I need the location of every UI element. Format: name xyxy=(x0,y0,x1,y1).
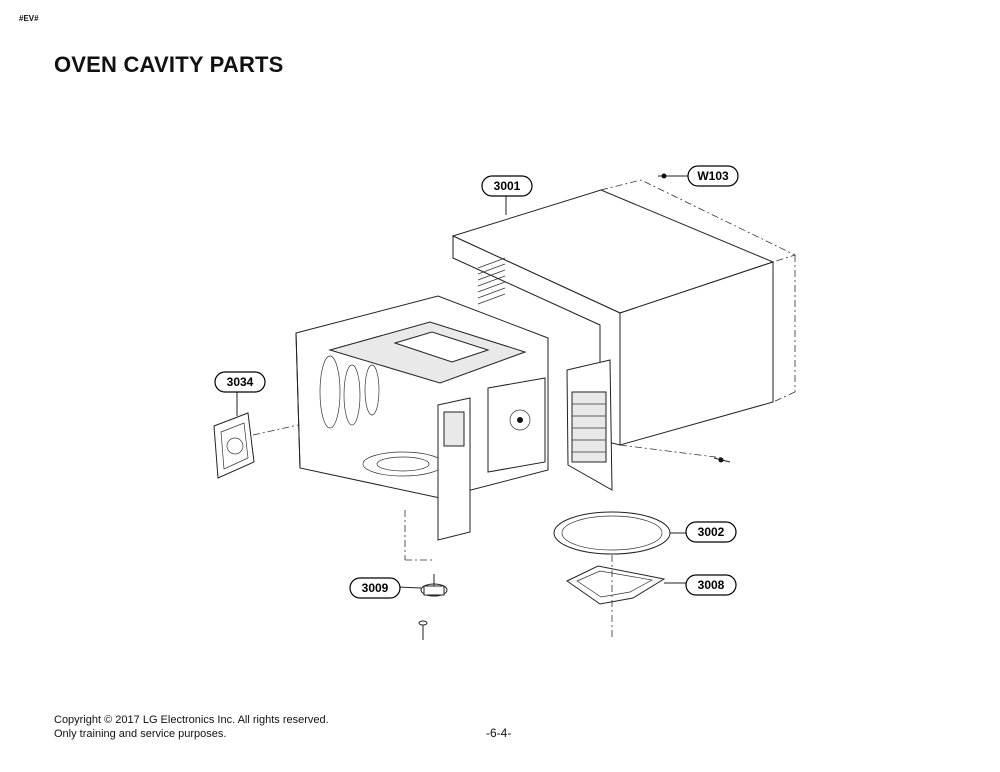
front-frame xyxy=(295,332,471,541)
page-number: -6-4- xyxy=(486,726,512,740)
outer-cabinet xyxy=(451,179,797,459)
svg-text:W103: W103 xyxy=(697,169,729,183)
callout-3002: 3002 xyxy=(685,521,737,543)
part-3002-glass-tray xyxy=(553,511,686,555)
leader-lines xyxy=(236,175,688,640)
svg-text:3002: 3002 xyxy=(698,525,725,539)
footer-copyright-block: Copyright © 2017 LG Electronics Inc. All… xyxy=(54,713,329,741)
part-3034-cover xyxy=(213,412,255,479)
usage-notice: Only training and service purposes. xyxy=(54,728,227,740)
part-3008-roller-ring xyxy=(566,565,686,605)
svg-text:3008: 3008 xyxy=(698,578,725,592)
screws xyxy=(658,173,731,463)
callout-w103: W103 xyxy=(687,165,739,187)
copyright-text: Copyright © 2017 LG Electronics Inc. All… xyxy=(54,714,329,726)
part-3009-motor xyxy=(396,574,448,640)
document-code: #EV# xyxy=(19,14,39,23)
svg-text:3001: 3001 xyxy=(494,179,521,193)
callout-3008: 3008 xyxy=(685,574,737,596)
svg-text:3034: 3034 xyxy=(227,375,254,389)
oven-cavity xyxy=(252,295,549,499)
callout-3009: 3009 xyxy=(349,577,401,599)
svg-text:3009: 3009 xyxy=(362,581,389,595)
callout-3001: 3001 xyxy=(481,175,533,197)
callout-3034: 3034 xyxy=(214,371,266,393)
page-title: OVEN CAVITY PARTS xyxy=(54,52,284,77)
side-components xyxy=(487,359,613,491)
